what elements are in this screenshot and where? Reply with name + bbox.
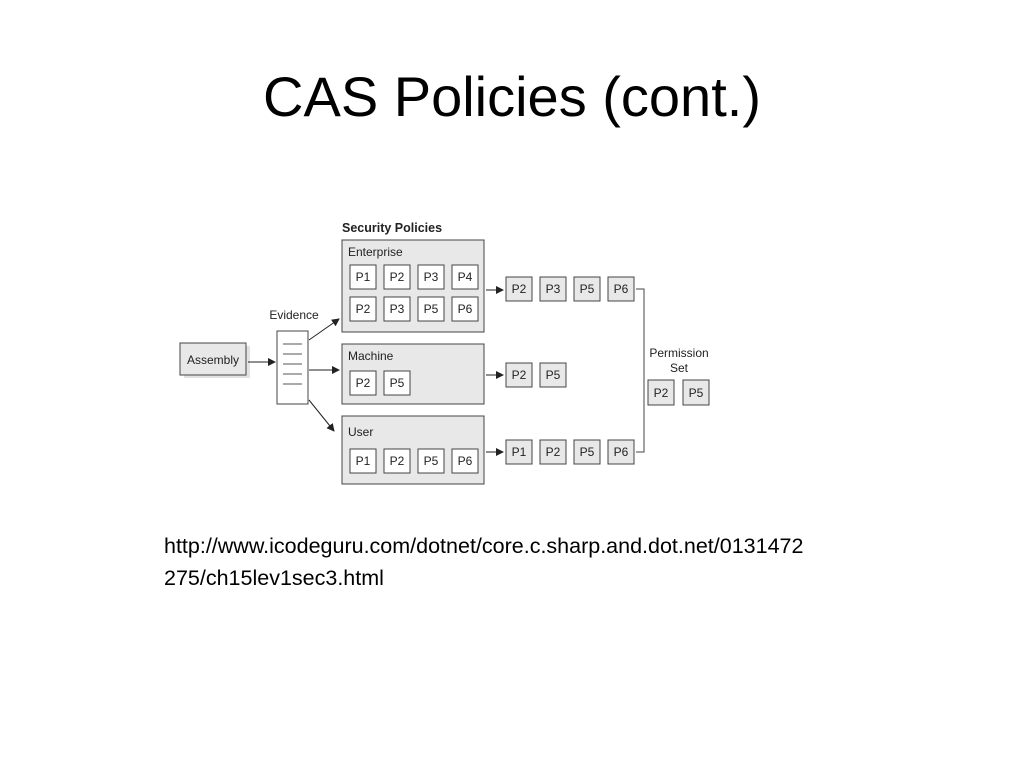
svg-text:P3: P3 — [390, 302, 405, 316]
svg-text:P2: P2 — [546, 445, 561, 459]
intersection-bracket — [636, 288, 645, 453]
enterprise-level: Enterprise P1 P2 P3 P4 P2 P3 P5 P6 — [341, 239, 485, 333]
permission-box: P5 — [682, 379, 710, 406]
source-url-line2: 275/ch15lev1sec3.html — [164, 566, 384, 590]
permission-box: P6 — [607, 276, 635, 302]
svg-text:P2: P2 — [512, 282, 527, 296]
permission-box: P5 — [417, 448, 445, 474]
svg-text:P5: P5 — [424, 454, 439, 468]
svg-text:P3: P3 — [546, 282, 561, 296]
svg-text:P5: P5 — [689, 386, 704, 400]
enterprise-result: P2 P3 P5 P6 — [505, 276, 635, 302]
evidence-document — [276, 330, 309, 405]
svg-text:P2: P2 — [356, 376, 371, 390]
svg-text:P6: P6 — [614, 445, 629, 459]
machine-level-label: Machine — [348, 349, 394, 363]
svg-text:P2: P2 — [512, 368, 527, 382]
machine-result: P2 P5 — [505, 362, 567, 388]
user-level: User P1 P2 P5 P6 — [341, 415, 485, 485]
user-level-label: User — [348, 425, 373, 439]
permission-box: P2 — [539, 439, 567, 465]
svg-text:P1: P1 — [356, 270, 371, 284]
svg-text:P6: P6 — [614, 282, 629, 296]
permission-box: P5 — [383, 370, 411, 396]
svg-text:P5: P5 — [580, 445, 595, 459]
svg-text:P6: P6 — [458, 454, 473, 468]
source-url-line1: http://www.icodeguru.com/dotnet/core.c.s… — [164, 534, 804, 558]
permission-box: P2 — [349, 296, 377, 322]
permission-box: P6 — [607, 439, 635, 465]
svg-text:P3: P3 — [424, 270, 439, 284]
permission-set: P2 P5 — [647, 379, 710, 406]
permission-box: P2 — [505, 276, 533, 302]
permission-set-label-line1: Permission — [649, 346, 708, 360]
svg-text:P1: P1 — [356, 454, 371, 468]
permission-box: P4 — [451, 264, 479, 290]
assembly-box — [179, 342, 247, 376]
user-result: P1 P2 P5 P6 — [505, 439, 635, 465]
permission-box: P1 — [349, 264, 377, 290]
svg-text:P2: P2 — [390, 454, 405, 468]
permission-box: P1 — [349, 448, 377, 474]
permission-box: P2 — [647, 379, 675, 406]
svg-text:P5: P5 — [580, 282, 595, 296]
svg-text:P4: P4 — [458, 270, 473, 284]
svg-text:P6: P6 — [458, 302, 473, 316]
assembly-node: Assembly — [179, 342, 250, 378]
permission-box: P3 — [417, 264, 445, 290]
permission-box: P6 — [451, 448, 479, 474]
permission-box: P3 — [383, 296, 411, 322]
permission-set-label-line2: Set — [670, 361, 689, 375]
evidence-label: Evidence — [269, 308, 319, 322]
svg-text:P1: P1 — [512, 445, 527, 459]
permission-box: P5 — [573, 439, 601, 465]
permission-box: P2 — [383, 448, 411, 474]
evidence-to-user-arrow — [308, 399, 335, 432]
svg-text:P5: P5 — [546, 368, 561, 382]
assembly-label: Assembly — [187, 353, 239, 367]
permission-box: P1 — [505, 439, 533, 465]
security-policies-heading: Security Policies — [342, 221, 442, 235]
svg-text:P5: P5 — [424, 302, 439, 316]
machine-level: Machine P2 P5 — [341, 343, 485, 405]
permission-box: P5 — [539, 362, 567, 388]
svg-text:P2: P2 — [390, 270, 405, 284]
permission-box: P5 — [573, 276, 601, 302]
evidence-to-enterprise-arrow — [308, 318, 340, 341]
permission-box: P6 — [451, 296, 479, 322]
slide-title: CAS Policies (cont.) — [263, 65, 761, 128]
source-url: http://www.icodeguru.com/dotnet/core.c.s… — [164, 530, 803, 594]
permission-box: P5 — [417, 296, 445, 322]
svg-text:P2: P2 — [654, 386, 669, 400]
permission-box: P2 — [505, 362, 533, 388]
permission-box: P2 — [349, 370, 377, 396]
permission-box: P3 — [539, 276, 567, 302]
svg-text:P5: P5 — [390, 376, 405, 390]
permission-box: P2 — [383, 264, 411, 290]
svg-text:P2: P2 — [356, 302, 371, 316]
enterprise-level-label: Enterprise — [348, 245, 403, 259]
